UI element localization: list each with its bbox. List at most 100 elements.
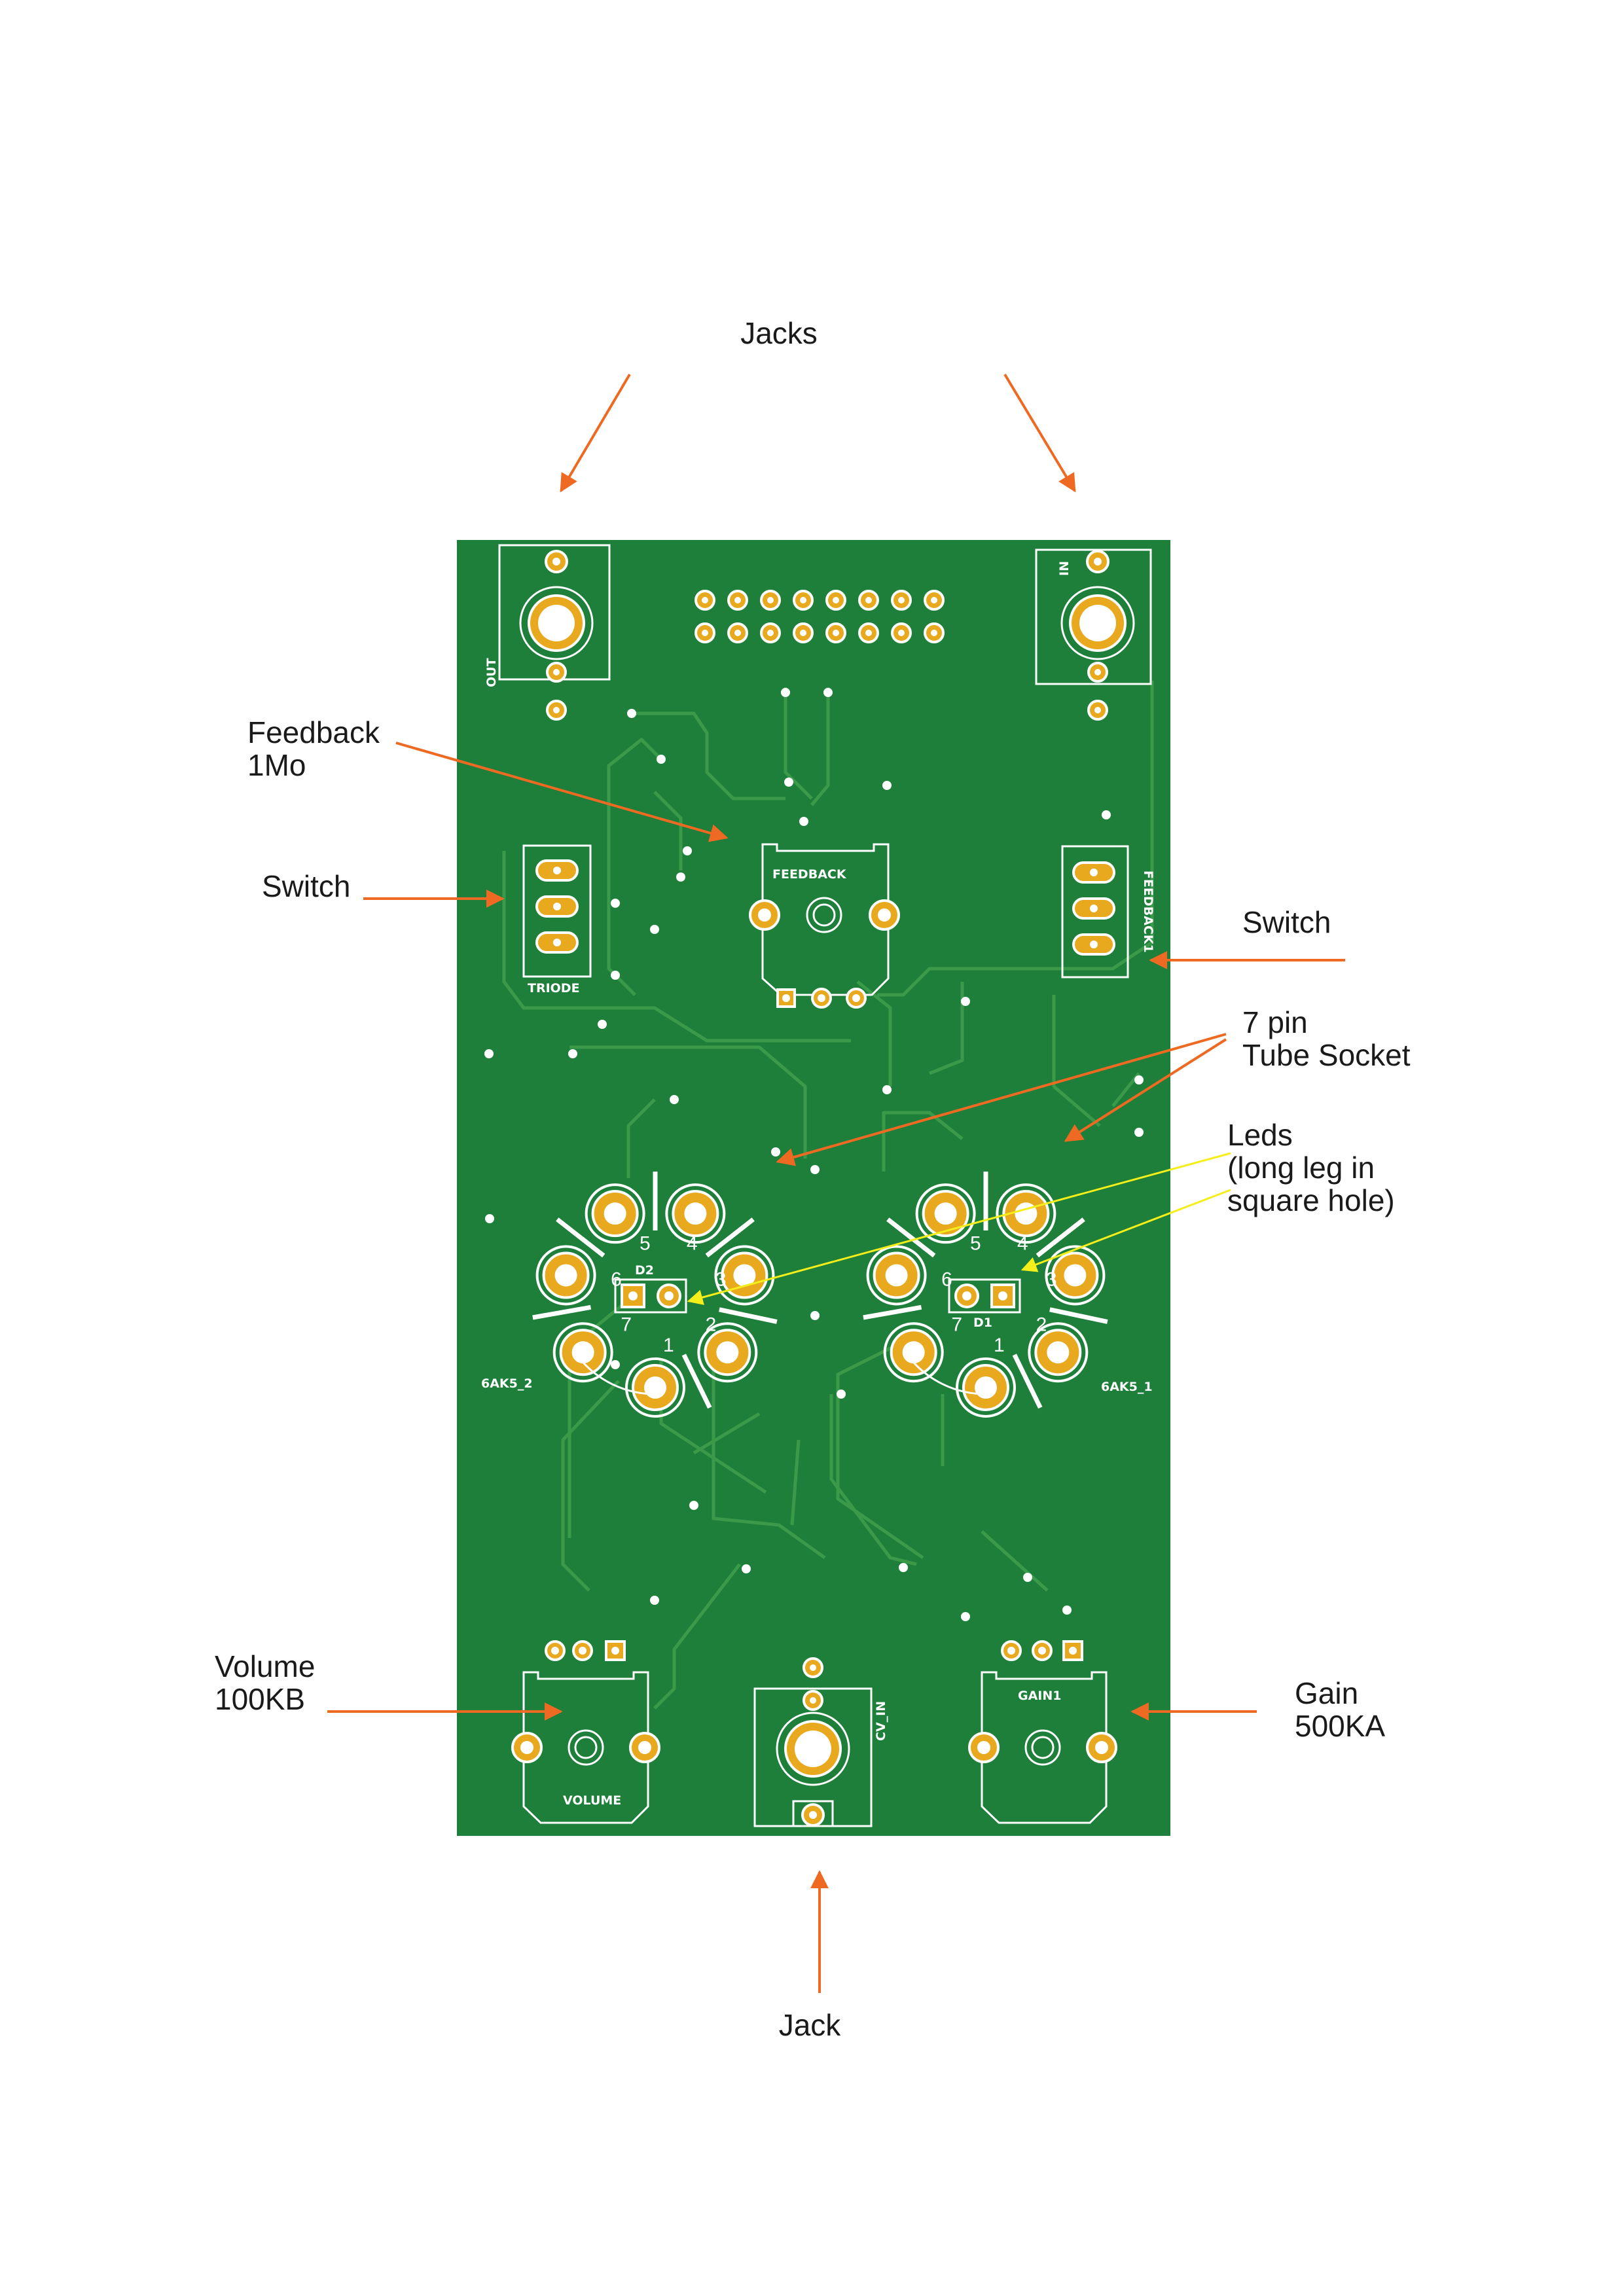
tube-pin: [1028, 1322, 1089, 1383]
socket-tick: [886, 1217, 936, 1258]
callout-feedback-line1: Feedback: [247, 715, 380, 749]
tube-pin: [625, 1357, 685, 1418]
header-pin: [891, 590, 912, 611]
header-pin: [891, 622, 912, 643]
header-pin: [793, 622, 814, 643]
callout-tube-line1: 7 pin: [1242, 1005, 1308, 1039]
socket-tick: [1049, 1307, 1108, 1324]
tube-pin: [585, 1183, 645, 1244]
label-feedback: FEEDBACK: [772, 867, 847, 882]
header-pin: [924, 590, 945, 611]
label-feedback1: FEEDBACK1: [1141, 870, 1155, 953]
socket-tick: [556, 1217, 605, 1258]
jack-out: OUT: [484, 544, 611, 721]
label-gain1: GAIN1: [1018, 1689, 1062, 1703]
socket-arc: [907, 1355, 986, 1395]
tube-pin: [665, 1183, 726, 1244]
pcb-traces: [502, 681, 1154, 1710]
tube-pin: [697, 1322, 758, 1383]
tube-pin: [1045, 1245, 1106, 1306]
pcb-board: [457, 540, 1170, 1836]
socket-tick: [719, 1307, 778, 1324]
callout-volume: Volume 100KB: [215, 1649, 323, 1716]
callout-leds-line2: (long leg in: [1227, 1151, 1375, 1185]
arrow-jack-in: [1003, 373, 1076, 493]
label-d2: D2: [635, 1263, 654, 1278]
callout-jack-bottom: Jack: [779, 2008, 842, 2042]
tube-pin: [866, 1245, 927, 1306]
socket-tick: [1036, 1217, 1085, 1258]
pcb-vias: [484, 688, 1144, 1660]
led-d1: D1: [948, 1278, 1021, 1330]
tube-pin: [552, 1322, 613, 1383]
tube-socket-right: [863, 1172, 1108, 1418]
callout-arrows: [327, 373, 1345, 1993]
label-d1: D1: [973, 1316, 992, 1330]
arrow-feedback: [395, 742, 729, 842]
header-pin: [825, 590, 846, 611]
arrow-jack-out: [560, 373, 631, 493]
socket-tick: [863, 1304, 922, 1320]
switch-triode: TRIODE: [522, 844, 592, 996]
tube-pin-number: 2: [706, 1314, 717, 1335]
callout-switch-left: Switch: [262, 869, 350, 903]
tube-pin-number: 7: [621, 1314, 632, 1335]
tube-pin-number: 4: [1017, 1232, 1028, 1254]
callout-switch-right: Switch: [1242, 905, 1331, 939]
tube-pin-number: 5: [970, 1232, 981, 1254]
tube-pin-number: 7: [951, 1314, 962, 1335]
callout-feedback-line2: 1Mo: [247, 748, 306, 782]
tube-pin-number: 1: [994, 1335, 1005, 1356]
header-pin: [760, 622, 781, 643]
tube-pin: [714, 1245, 775, 1306]
callout-gain-line2: 500KA: [1295, 1709, 1385, 1743]
label-out: OUT: [484, 658, 499, 687]
pot-feedback: FEEDBACK: [749, 843, 900, 1009]
header-pin: [695, 622, 715, 643]
arrow-led-d1: [1020, 1189, 1231, 1272]
header-pin: [695, 590, 715, 611]
callout-leds: Leds (long leg in square hole): [1227, 1118, 1395, 1217]
callout-gain-line1: Gain: [1295, 1676, 1358, 1710]
header-pins: [695, 590, 945, 643]
callout-feedback: Feedback 1Mo: [247, 715, 388, 782]
tube-pin: [915, 1183, 976, 1244]
header-pin: [825, 622, 846, 643]
tube-pin-number: 2: [1036, 1314, 1047, 1335]
arrow-led-d2: [687, 1152, 1231, 1305]
jack-cv-in: CV_IN: [753, 1657, 888, 1827]
label-tube-left: 6AK5_2: [481, 1376, 533, 1391]
arrow-tube-right: [1064, 1038, 1227, 1142]
header-pin: [727, 590, 748, 611]
callout-tube-socket: 7 pin Tube Socket: [1242, 1005, 1411, 1072]
label-in: IN: [1057, 561, 1072, 576]
switch-feedback1: FEEDBACK1: [1061, 845, 1155, 978]
label-cv-in: CV_IN: [874, 1701, 888, 1741]
tube-pin: [956, 1357, 1016, 1418]
callout-jacks-top: Jacks: [740, 316, 818, 350]
header-pin: [924, 622, 945, 643]
jack-in: IN: [1035, 548, 1152, 721]
tube-pin-number: 1: [663, 1335, 674, 1356]
header-pin: [727, 622, 748, 643]
arrow-tube-left: [776, 1033, 1227, 1166]
pot-gain1: GAIN1: [968, 1640, 1117, 1824]
tube-pin-number: 3: [715, 1269, 727, 1291]
tube-pin-number: 3: [1046, 1269, 1057, 1291]
tube-pin-number: 5: [640, 1232, 651, 1254]
socket-tick: [1012, 1354, 1043, 1409]
pot-volume: VOLUME: [511, 1640, 660, 1824]
tube-pin: [535, 1245, 596, 1306]
socket-tick: [532, 1304, 592, 1320]
tube-pin: [883, 1322, 944, 1383]
label-tube-right: 6AK5_1: [1101, 1380, 1153, 1394]
socket-tick: [681, 1354, 712, 1409]
socket-tick: [705, 1217, 755, 1258]
socket-arc: [577, 1355, 656, 1395]
label-triode: TRIODE: [528, 981, 580, 996]
callout-leds-line3: square hole): [1227, 1183, 1395, 1217]
header-pin: [858, 590, 879, 611]
led-d2: D2: [614, 1263, 687, 1314]
